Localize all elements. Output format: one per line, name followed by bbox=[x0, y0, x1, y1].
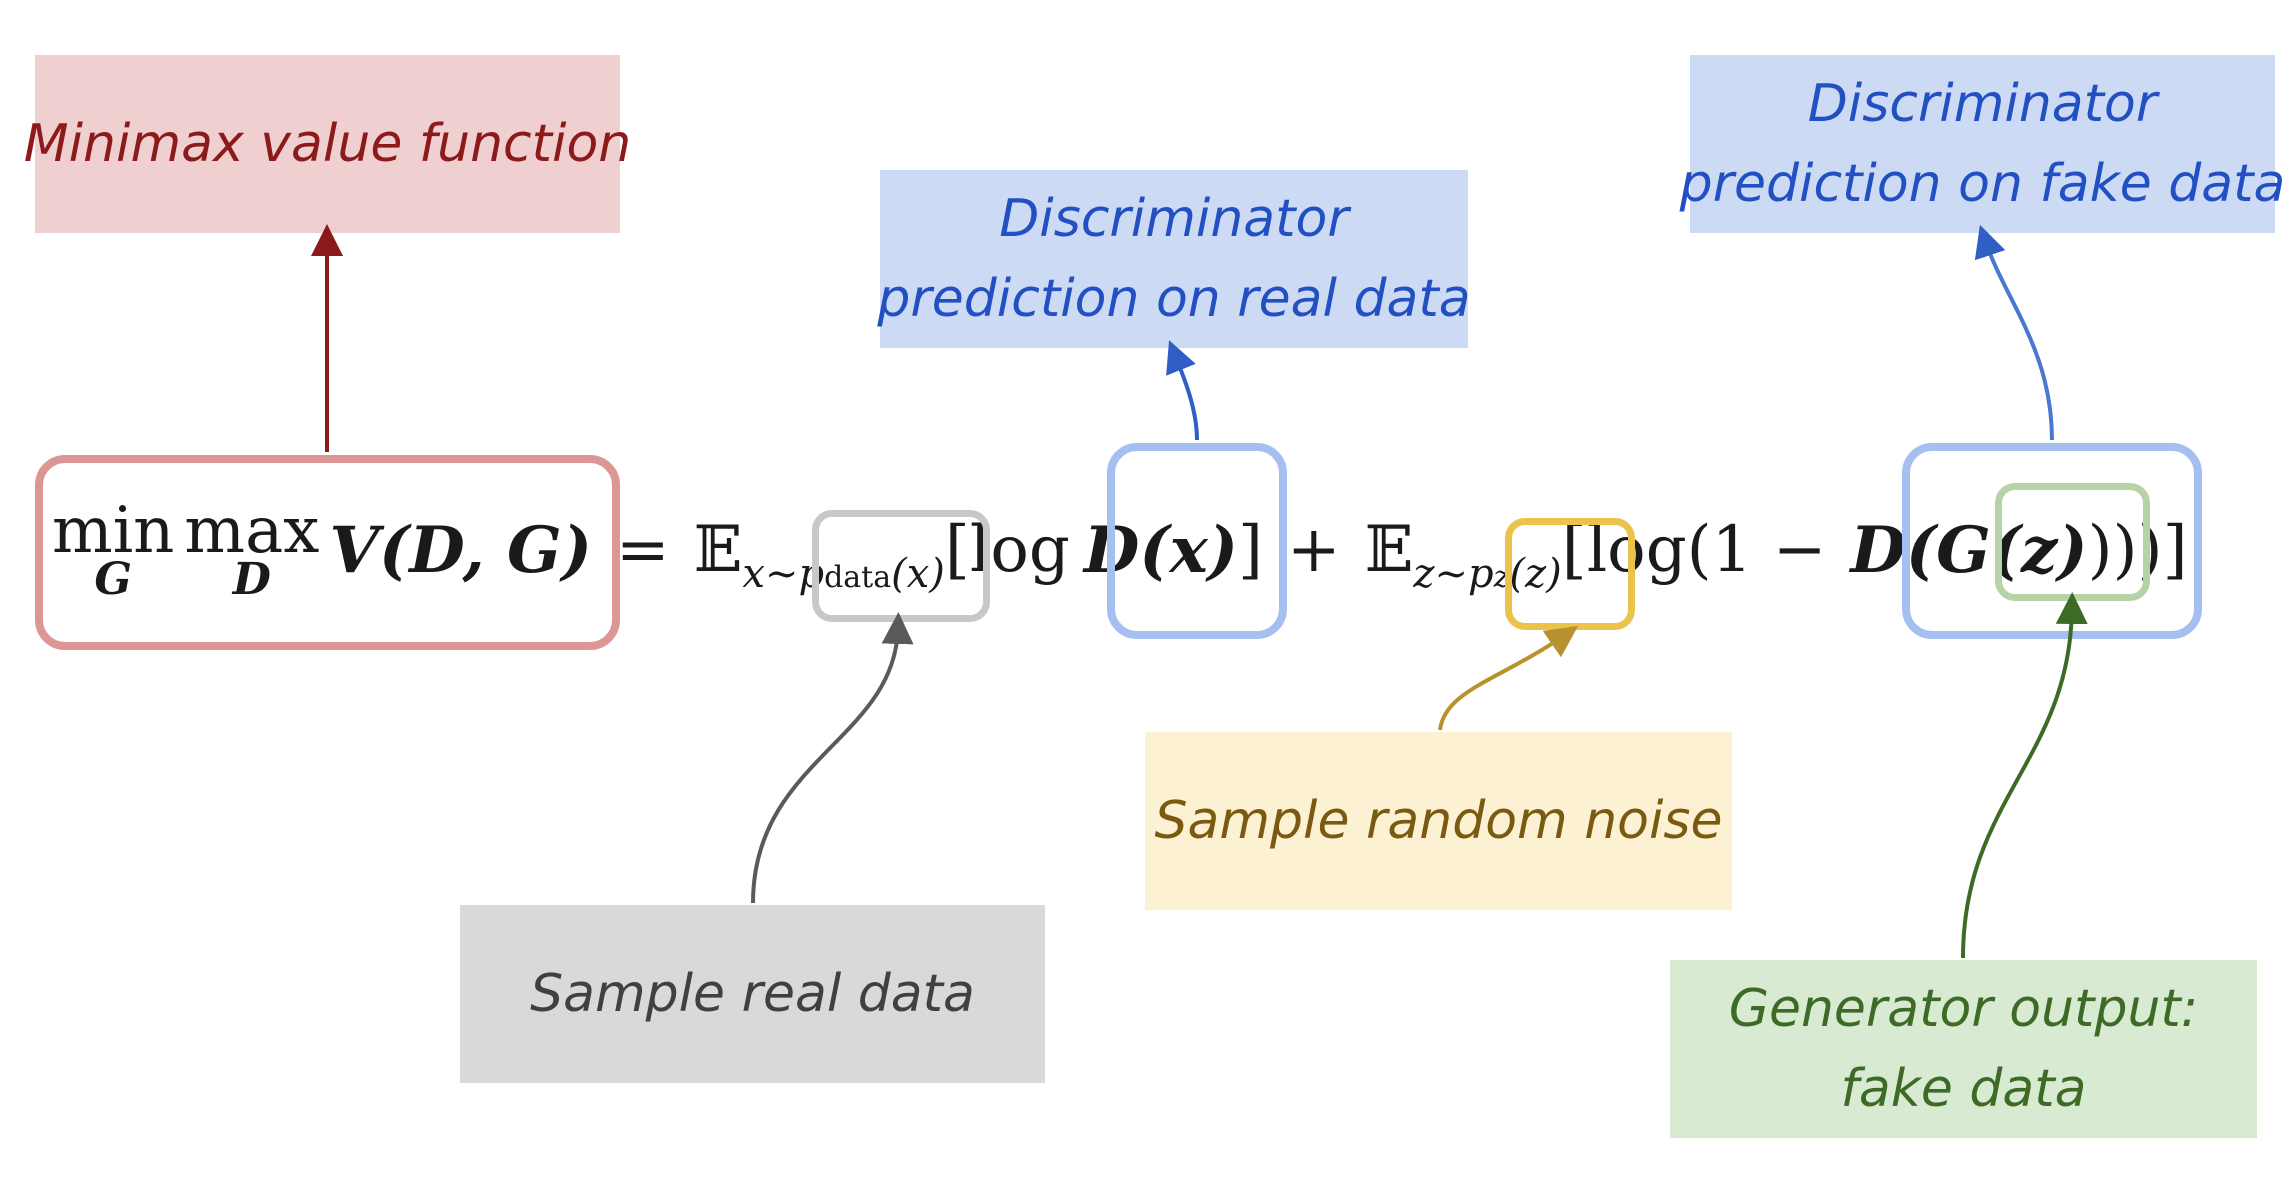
minimax-label: Minimax value function bbox=[24, 55, 631, 233]
max-subscript: D bbox=[232, 554, 271, 605]
minimax-label-text: Minimax value function bbox=[23, 114, 632, 174]
expectation-real-subscript: x∼pdata(x) bbox=[742, 551, 945, 597]
expectation-noise: 𝔼 bbox=[1364, 513, 1414, 587]
min-operator: min G bbox=[52, 498, 174, 602]
generator-term: G(z) bbox=[1936, 512, 2088, 588]
min-text: min bbox=[52, 494, 175, 568]
pz-symbol: p bbox=[1468, 551, 1494, 597]
real-prediction-line2: prediction on real data bbox=[877, 269, 1471, 329]
pz-highlight-box bbox=[1505, 518, 1635, 630]
value-function: V(D, G) bbox=[329, 512, 592, 588]
real-prediction-label: Discriminator prediction on real data bbox=[877, 170, 1471, 348]
max-operator: max D bbox=[184, 498, 319, 602]
sample-real-label: Sample real data bbox=[460, 905, 1045, 1083]
expectation-noise-subscript: z∼pz(z) bbox=[1413, 551, 1561, 597]
plus-sign: + bbox=[1287, 513, 1341, 587]
log-fake-open: [log(1 − bbox=[1561, 513, 1827, 587]
pdata-subscript: data bbox=[824, 560, 892, 595]
log-real-open: [log bbox=[944, 513, 1070, 587]
gz-highlight-box bbox=[1995, 483, 2150, 601]
bracket-close-real: ] bbox=[1238, 513, 1263, 587]
bracket-close-fake: )))] bbox=[2087, 513, 2188, 587]
generator-output-label: Generator output: fake data bbox=[1670, 960, 2257, 1138]
pdata-symbol: p bbox=[798, 551, 825, 597]
sample-noise-text: Sample random noise bbox=[1154, 791, 1723, 851]
sample-real-arrow bbox=[751, 612, 914, 904]
min-subscript: G bbox=[94, 554, 132, 605]
fake-prediction-line2: prediction on fake data bbox=[1679, 154, 2286, 214]
gan-formula: min G max D V(D, G) = 𝔼 x∼pdata(x) [log … bbox=[52, 480, 2188, 620]
sample-noise-label: Sample random noise bbox=[1145, 732, 1732, 910]
expectation-noise-var: z∼ bbox=[1413, 551, 1468, 597]
minimax-highlight-box bbox=[35, 455, 620, 650]
fake-prediction-line1: Discriminator bbox=[1807, 74, 2158, 134]
real-prediction-arrow bbox=[1166, 340, 1199, 441]
expectation-real-var: x∼ bbox=[742, 551, 799, 597]
sample-noise-arrow bbox=[1438, 625, 1579, 731]
expectation-real: 𝔼 bbox=[693, 513, 743, 587]
real-prediction-line1: Discriminator bbox=[999, 189, 1349, 249]
generator-output-line2: fake data bbox=[1840, 1059, 2087, 1119]
max-text: max bbox=[184, 494, 320, 568]
fake-prediction-label: Discriminator prediction on fake data bbox=[1680, 55, 2285, 233]
dx-highlight-box bbox=[1107, 443, 1287, 639]
equals-sign: = bbox=[615, 513, 670, 587]
fake-prediction-arrow bbox=[1974, 224, 2054, 441]
pdata-argument: (x) bbox=[891, 551, 945, 597]
pz-argument: (z) bbox=[1509, 551, 1562, 597]
generator-output-arrow bbox=[1961, 592, 2088, 959]
discriminator-fake-open: D( bbox=[1850, 512, 1937, 588]
pdata-highlight-box bbox=[812, 510, 990, 622]
sample-real-text: Sample real data bbox=[530, 964, 975, 1024]
generator-output-line1: Generator output: bbox=[1728, 979, 2199, 1039]
